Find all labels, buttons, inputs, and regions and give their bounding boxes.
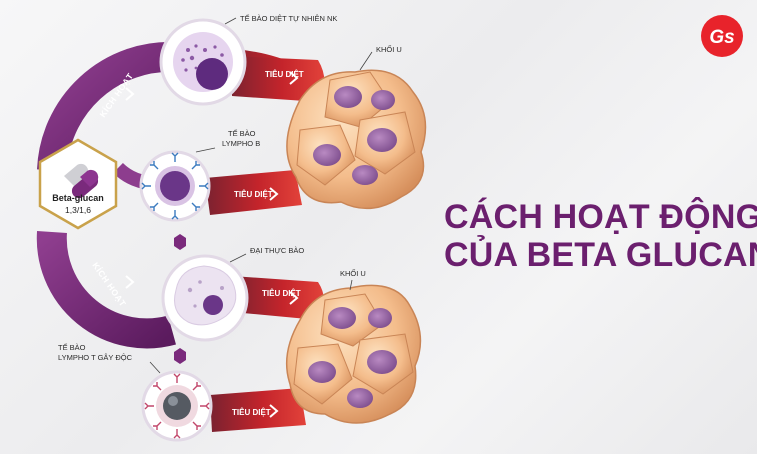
kill-arrow-3: [232, 276, 324, 320]
badge-name: Beta-glucan: [52, 193, 104, 203]
chevron-right-icon: [289, 291, 299, 305]
tumor-label-bottom: KHỐI U: [340, 268, 366, 278]
tumor-cluster-bottom: [285, 284, 422, 424]
lympho-b-cell: [139, 150, 211, 222]
macrophage-cell: [161, 254, 249, 342]
tumor-cluster-top: [286, 69, 427, 210]
kill-label-1: TIÊU DIỆT: [265, 70, 304, 79]
nk-cell-label: TẾ BÀO DIỆT TỰ NHIÊN NK: [240, 13, 337, 23]
connector-hex-icon: [174, 234, 186, 250]
activation-arc-bottom: [36, 231, 176, 349]
kill-label-4: TIÊU DIỆT: [232, 408, 271, 417]
nk-cell: [159, 18, 247, 106]
lympho-t-label-line2: LYMPHO T GÂY ĐỘC: [58, 353, 133, 362]
beta-glucan-badge: Beta-glucan 1,3/1,6: [38, 138, 118, 230]
brand-logo: Gs: [701, 15, 743, 57]
headline-line-1: CÁCH HOẠT ĐỘNG: [444, 198, 757, 236]
lympho-t-label-line1: TẾ BÀO: [58, 342, 86, 352]
lympho-t-cell: [141, 370, 213, 442]
chevron-right-icon: [269, 404, 279, 418]
lympho-b-label-line1: TẾ BÀO: [228, 128, 256, 138]
chevron-right-icon: [125, 275, 135, 289]
kill-arrow-4: [210, 388, 306, 432]
logo-text: Gs: [709, 27, 734, 48]
connector-hex-icon: [174, 348, 186, 364]
chevrons: [125, 71, 299, 418]
chevron-right-icon: [269, 187, 279, 201]
chevron-right-icon: [289, 71, 299, 85]
capsule-icon: [64, 163, 99, 199]
kill-arrow-2: [205, 170, 302, 215]
headline: CÁCH HOẠT ĐỘNG CỦA BETA GLUCAN: [444, 198, 757, 274]
badge-formula: 1,3/1,6: [65, 205, 91, 215]
chevron-right-icon: [125, 87, 135, 101]
kill-label-3: TIÊU DIỆT: [262, 289, 301, 298]
tumor-label-top: KHỐI U: [376, 44, 402, 54]
macrophage-label: ĐẠI THỰC BÀO: [250, 246, 304, 255]
headline-line-2: CỦA BETA GLUCAN: [444, 236, 757, 274]
activation-arc-top: [37, 41, 176, 172]
lympho-b-label-line2: LYMPHO B: [222, 139, 260, 148]
kill-label-2: TIÊU DIỆT: [234, 190, 273, 199]
